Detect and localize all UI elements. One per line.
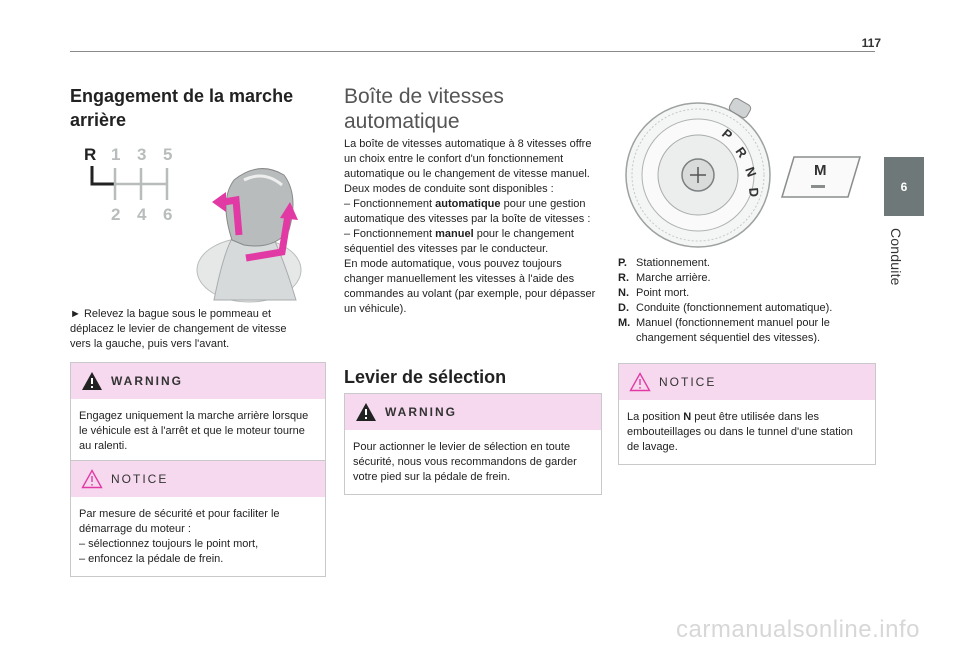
notice-title: NOTICE <box>111 472 169 486</box>
gear-diagram: R 1 3 5 2 4 6 <box>84 145 302 303</box>
notice-header: NOTICE <box>619 364 875 400</box>
notice-triangle-icon <box>629 372 651 392</box>
legend-item-d: D.Conduite (fonctionnement automatique). <box>618 302 833 314</box>
selector-letter-d: D <box>746 187 762 198</box>
legend-item-r: R.Marche arrière. <box>618 272 711 284</box>
notice-line: Par mesure de sécurité et pour faciliter… <box>79 508 280 535</box>
gear-label-1: 1 <box>111 145 120 164</box>
legend-item-p: P.Stationnement. <box>618 257 710 269</box>
notice-title: NOTICE <box>659 375 717 389</box>
paragraph: En mode automatique, vous pouvez toujour… <box>344 258 596 315</box>
gear-label-6: 6 <box>163 205 172 224</box>
warning-triangle-icon <box>356 403 376 421</box>
header-rule <box>70 51 875 52</box>
notice-line: – sélectionnez toujours le point mort, <box>79 538 259 550</box>
notice-triangle-icon <box>81 469 103 489</box>
section-title: Engagement de la marche arrière <box>70 86 294 130</box>
paragraph: Deux modes de conduite sont disponibles … <box>344 183 554 195</box>
bold-automatic: automatique <box>435 198 501 210</box>
warning-text: Engagez uniquement la marche arrière lor… <box>79 410 309 452</box>
warning-header: WARNING <box>71 363 325 399</box>
notice-box: NOTICE La position N peut être utilisée … <box>618 363 876 465</box>
warning-text: Pour actionner le levier de sélection en… <box>353 441 577 483</box>
legend-item-n: N.Point mort. <box>618 287 690 299</box>
warning-box: WARNING Engagez uniquement la marche arr… <box>70 362 326 464</box>
chapter-label: Conduite <box>888 228 904 286</box>
gear-shift-illustration: R 1 3 5 2 4 6 <box>84 140 304 305</box>
instruction-text: ► Relevez la bague sous le pommeau et dé… <box>70 308 287 350</box>
chapter-tab[interactable]: 6 <box>884 157 924 216</box>
notice-line: – enfoncez la pédale de frein. <box>79 553 224 565</box>
warning-triangle-icon <box>82 372 102 390</box>
section-title: Boîte de vitesses automatique <box>344 85 504 133</box>
paragraph: La boîte de vitesses automatique à 8 vit… <box>344 138 592 180</box>
gear-label-5: 5 <box>163 145 172 164</box>
subsection-title: Levier de sélection <box>344 367 507 387</box>
watermark-footer: carmanualsonline.info <box>676 616 920 643</box>
bold-manual: manuel <box>435 228 474 240</box>
paragraph: – Fonctionnement manuel pour le changeme… <box>344 228 574 255</box>
gear-label-2: 2 <box>111 205 120 224</box>
selector-dial: P R N D M <box>625 97 862 248</box>
notice-text: La position N peut être utilisée dans le… <box>627 411 853 453</box>
warning-box: WARNING Pour actionner le levier de séle… <box>344 393 602 495</box>
notice-box: NOTICE Par mesure de sécurité et pour fa… <box>70 460 326 577</box>
selector-illustration: P R N D M <box>618 95 876 255</box>
chapter-number: 6 <box>900 179 908 194</box>
gear-knob-image <box>196 168 302 303</box>
page-number: 117 <box>861 36 881 50</box>
bold-n: N <box>683 411 692 423</box>
paragraph: – Fonctionnement automatique pour une ge… <box>344 198 591 225</box>
gear-label-3: 3 <box>137 145 146 164</box>
warning-title: WARNING <box>385 405 457 419</box>
legend-item-m: M.Manuel (fonctionnement manuel pour le … <box>618 317 830 344</box>
gear-label-reverse: R <box>84 145 96 164</box>
notice-header: NOTICE <box>71 461 325 497</box>
gearbox-description: La boîte de vitesses automatique à 8 vit… <box>344 137 598 317</box>
manual-button-label: M <box>814 162 827 179</box>
gear-label-4: 4 <box>137 205 147 224</box>
warning-header: WARNING <box>345 394 601 430</box>
selector-legend: P.Stationnement. R.Marche arrière. N.Poi… <box>618 256 858 346</box>
warning-title: WARNING <box>111 374 183 388</box>
